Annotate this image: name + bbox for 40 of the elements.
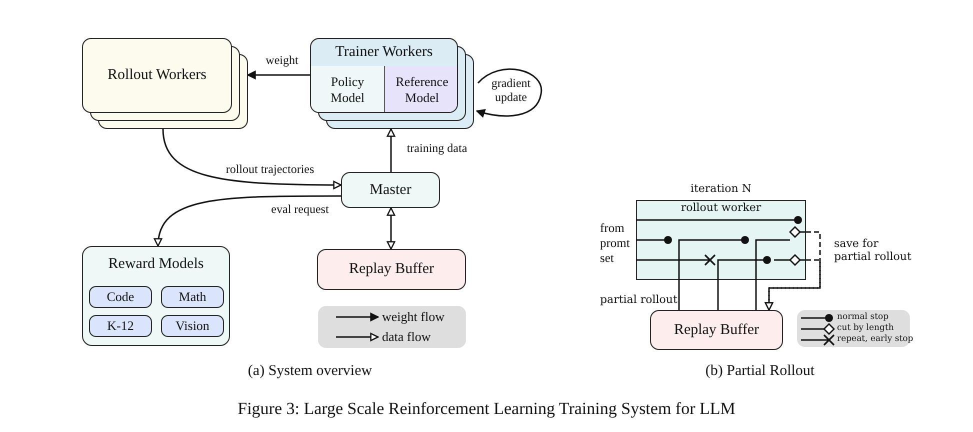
group-title: Reward Models: [107, 256, 205, 274]
reward-model-box: Code: [89, 286, 152, 308]
subfigure-caption: (a) System overview: [246, 362, 374, 380]
edge-label: rollout trajectories: [224, 163, 316, 177]
arrow: [476, 68, 542, 118]
edge-label: eval request: [270, 203, 330, 217]
arrow: [764, 259, 821, 311]
process-box: Replay Buffer: [650, 310, 783, 350]
legend-label: data flow: [382, 328, 431, 345]
reward-model-box: Math: [161, 286, 224, 308]
source-label: from promt set: [600, 221, 631, 266]
model-box: Policy Model: [311, 66, 385, 112]
note-label: save for partial rollout: [834, 237, 912, 264]
reward-model-box: K-12: [89, 315, 152, 337]
legend-label: normal stop: [837, 312, 889, 322]
arrow: [247, 70, 310, 80]
arrow: [154, 195, 341, 247]
arrow: [386, 207, 396, 250]
edge-label: training data: [406, 142, 468, 156]
worker-stack: [82, 38, 248, 129]
node-title: Rollout Workers: [106, 67, 208, 84]
legend-label: weight flow: [382, 308, 444, 325]
process-box: Replay Buffer: [317, 249, 466, 290]
edge-label: gradient update: [490, 77, 532, 105]
edge-label: weight: [264, 54, 300, 68]
note-label: partial rollout: [600, 293, 678, 306]
process-box: Master: [341, 172, 440, 208]
arrow: [386, 128, 396, 172]
iteration-label: iteration N: [689, 183, 753, 196]
trainer-stack: [310, 38, 474, 129]
subfigure-caption: (b) Partial Rollout: [704, 362, 816, 380]
rollout-worker-box: [636, 200, 806, 280]
legend-label: cut by length: [837, 322, 894, 333]
figure-caption: Figure 3: Large Scale Reinforcement Learning Training System for LLM: [236, 399, 736, 419]
legend-label: repeat, early stop: [837, 334, 914, 344]
arrow: [162, 128, 342, 190]
box-title: rollout worker: [680, 202, 762, 215]
reward-model-box: Vision: [161, 315, 224, 337]
group-box: [82, 246, 230, 346]
model-box: Reference Model: [385, 66, 457, 112]
